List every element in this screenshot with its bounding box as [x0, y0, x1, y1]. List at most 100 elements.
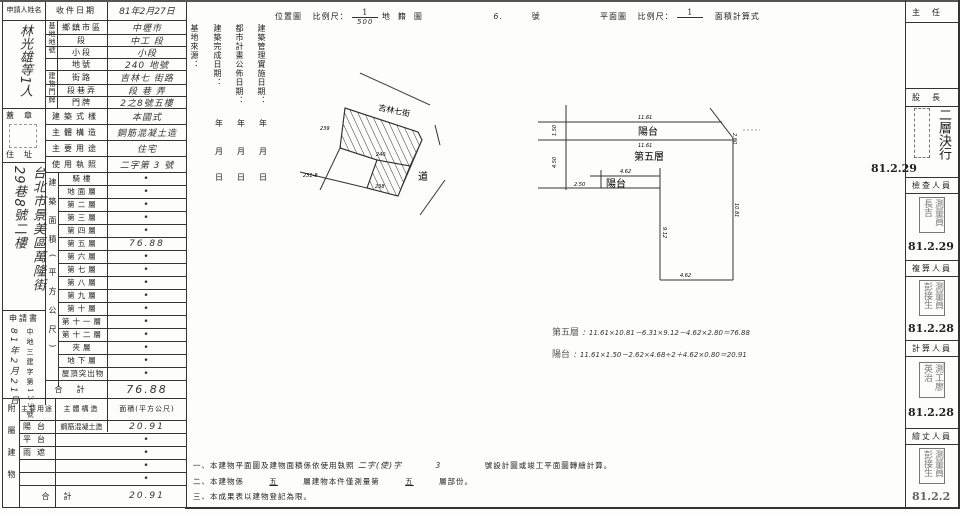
row-divider [3, 20, 45, 21]
row-divider [58, 341, 186, 342]
approval-column: 主任 股長 二層決行 81.2.29 檢查人員 測量員長吉 81.2.29 複算… [871, 0, 960, 507]
dimension: 4.50 [552, 157, 558, 168]
row-divider [58, 224, 186, 225]
floor-area-value: • [143, 186, 151, 197]
row-divider [45, 96, 186, 97]
heading-completion-date: 建築完成日期： [213, 24, 222, 87]
area-group-label: 建築面積(平方公尺) [48, 178, 57, 359]
heading-building-mgmt-date: 建築管理實施日期： [257, 24, 266, 105]
section-chief-label: 股長 [912, 92, 952, 102]
applicant-label: 申請人姓名 [6, 6, 42, 14]
row-divider [3, 310, 45, 311]
attached-usage: 平台 [23, 435, 51, 444]
note-text: 層部份。 [439, 477, 474, 486]
column-divider [55, 398, 56, 507]
application-number: 中地三建字第135號 [26, 328, 34, 421]
form-row-label: 主要用途 [52, 143, 100, 153]
row-divider [58, 185, 186, 186]
row-divider [3, 162, 45, 163]
application-date: 81年2月21日 [8, 328, 18, 408]
column-divider [57, 20, 58, 108]
attached-structure [56, 446, 107, 459]
street-edge-line [359, 72, 431, 106]
attached-usage [20, 459, 54, 472]
row-divider [45, 20, 186, 21]
row-divider [3, 108, 45, 109]
floor-plan-caption: 平面圖 比例尺： 1 面積計算式 [600, 8, 760, 26]
address: 台北市景美區萬隆街29巷8號二樓 [11, 166, 45, 292]
form-row-value: 二字第 3 號 [119, 160, 175, 171]
rechecker-date: 81.2.28 [908, 322, 954, 335]
form-row-label: 使用執照 [52, 159, 100, 169]
rechecker-label: 複算人員 [912, 263, 952, 273]
form-row-value: 鋼筋混凝土造 [116, 128, 177, 139]
floor-label: 第十二層 [62, 330, 104, 339]
dimension: 2.50 [574, 182, 585, 188]
floor-label: 第三層 [67, 213, 99, 222]
site-group-label: 基地地號 [48, 22, 56, 54]
row-divider [45, 58, 186, 59]
location-map-caption: 位置圖 比例尺： 1 500 地籍圖 6. 號 [275, 8, 541, 26]
parcel-number: 240 [376, 152, 386, 158]
attached-area: 20.91 [129, 421, 165, 432]
form-row-label: 段 [77, 35, 87, 45]
note-2: 二、本建物係 五 層建物本件僅測量第 五 層部份。 [193, 476, 473, 487]
floor-area-value: • [143, 355, 151, 366]
parcel-hatched-lower [366, 159, 411, 197]
floor-area-value: • [143, 316, 151, 327]
dimension: 10.81 [733, 203, 739, 217]
row-divider [19, 433, 186, 434]
rechecker-stamp: 測量員彭接生 [919, 280, 945, 316]
form-row-label: 主體構造 [52, 127, 100, 137]
cadastral-label: 地籍圖 [381, 12, 430, 21]
calc-line-fifth-floor: 第五層 ：11.61×10.81－6.31×9.12－4.62×2.80＝76.… [552, 325, 750, 338]
location-map-sketch: 吉林七街 道 239 240 238 231-8 [299, 72, 446, 216]
row-divider [3, 398, 186, 399]
attached-area: • [143, 434, 151, 445]
bottom-border [185, 507, 960, 509]
dimension: 1.50 [552, 125, 558, 136]
date-day-mark: 日 [237, 173, 245, 182]
date-year-mark: 年 [215, 119, 223, 128]
row-divider [45, 84, 186, 85]
row-divider [45, 124, 186, 125]
received-label: 收件日期 [56, 5, 96, 15]
floor-label: 第七層 [67, 265, 99, 274]
row-divider [45, 140, 186, 141]
floor-label: 屋頂突出物 [61, 369, 105, 378]
attached-area: • [143, 447, 151, 458]
location-scale-denominator: 500 [357, 18, 374, 26]
attached-structure: 鋼筋混凝土造 [60, 422, 103, 431]
floor-area-value: • [143, 212, 151, 223]
applicant-name: 林光雄等1人 [17, 24, 32, 98]
row-divider [19, 446, 186, 447]
note-fill: 二字(使)字 [357, 461, 403, 470]
date-year-mark: 年 [259, 119, 267, 128]
row-divider [58, 263, 186, 264]
floor-label: 第十層 [67, 304, 99, 313]
balcony-label-2: 陽台 [606, 177, 626, 190]
attached-structure [56, 472, 107, 485]
decision-stamp: 二層決行 [936, 108, 951, 160]
row-divider [58, 328, 186, 329]
row-divider [45, 380, 186, 381]
attached-header-structure: 主體構造 [63, 405, 100, 413]
total-label: 合計 [54, 384, 99, 394]
form-row-value: 本國式 [131, 112, 162, 123]
row-divider [45, 46, 186, 47]
attached-usage [20, 472, 54, 485]
row-divider [58, 302, 186, 303]
form-row-value: 中壢市 [131, 23, 162, 34]
calc-formula: ：11.61×10.81－6.31×9.12－4.62×2.80＝76.88 [581, 329, 750, 337]
chief-date: 81.2.29 [871, 162, 917, 175]
seal-label: 蓋章 [6, 110, 42, 120]
date-month-mark: 月 [215, 147, 223, 156]
floor-label: 騎樓 [72, 174, 94, 183]
row-divider [58, 237, 186, 238]
calc-label: 陽台 [552, 350, 571, 360]
dimension: 11.61 [638, 143, 652, 149]
heading-urban-plan-date: 都市計畫公佈日期： [235, 24, 244, 105]
floor-label: 第五層 [67, 239, 99, 248]
